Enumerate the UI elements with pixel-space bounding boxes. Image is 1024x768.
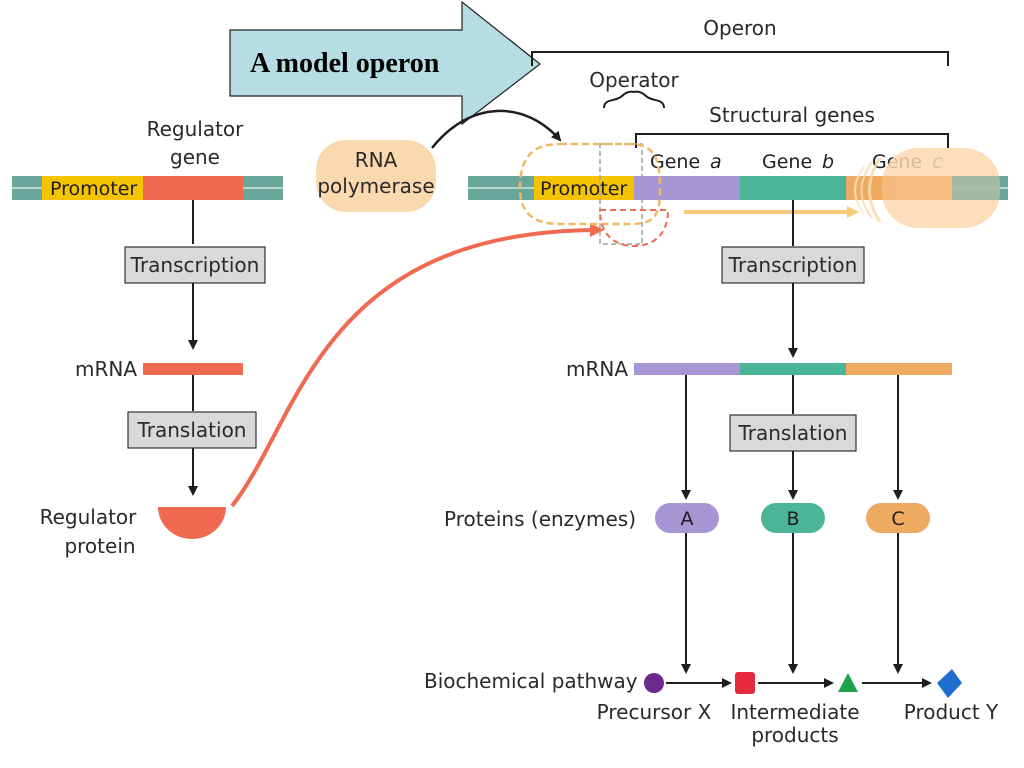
intermediate-label-2: products (751, 723, 838, 747)
precursor-x-shape (644, 673, 664, 693)
regulator-protein-label: Regulator (40, 505, 138, 529)
operon-promoter-segment (534, 176, 634, 200)
polycistronic-mrna (634, 363, 952, 375)
regulator-promoter-segment (42, 176, 143, 200)
svg-text:a: a (710, 151, 722, 173)
gene-b-label: Gene b (762, 151, 834, 173)
regulator-dna-strand (12, 176, 283, 200)
left-translation-box (127, 411, 257, 449)
operon-bracket (531, 51, 949, 66)
operator-brace (603, 90, 665, 109)
mrna-segment-a (634, 363, 740, 375)
regulator-protein (158, 507, 226, 539)
right-translation-box (729, 414, 857, 452)
gene-a-segment (634, 176, 740, 200)
gene-b-segment (740, 176, 846, 200)
pathway-label: Biochemical pathway (424, 669, 638, 693)
rna-polymerase (316, 140, 436, 212)
regulator-protein-label-2: protein (64, 534, 135, 558)
structural-genes-label: Structural genes (709, 103, 875, 127)
protein-a (655, 503, 719, 533)
operon-promoter-label: Promoter (540, 178, 627, 200)
rna-polymerase-arrow (431, 109, 562, 149)
product-y-shape (937, 669, 962, 698)
repressor-dashed-outline (598, 209, 670, 248)
right-transcription-box (721, 246, 865, 284)
rna-polymerase-label: RNA (355, 148, 398, 172)
gene-a-label: Gene a (650, 151, 722, 173)
page-title: A model operon (250, 48, 440, 79)
right-transcription-label: Transcription (728, 253, 858, 277)
product-y-label: Product Y (904, 700, 999, 724)
operon-label: Operon (703, 16, 776, 40)
left-translation-label: Translation (137, 418, 247, 442)
protein-c (866, 503, 930, 533)
protein-a-label: A (681, 508, 694, 530)
intermediate-square-shape (735, 672, 755, 694)
mrna-segment-b (740, 363, 846, 375)
title-arrow (229, 0, 541, 126)
precursor-x-label: Precursor X (597, 700, 712, 724)
regulator-mrna (143, 363, 243, 375)
left-transcription-box (124, 246, 266, 284)
proteins-label: Proteins (enzymes) (444, 507, 636, 531)
protein-b (761, 503, 825, 533)
regulator-gene-segment (143, 176, 243, 200)
svg-text:Gene: Gene (762, 151, 812, 173)
mrna-segment-c (846, 363, 952, 375)
left-transcription-label: Transcription (130, 253, 260, 277)
intermediate-label: Intermediate (730, 700, 859, 724)
left-mrna-label: mRNA (75, 357, 137, 381)
right-mrna-label: mRNA (566, 357, 628, 381)
operator-label: Operator (589, 68, 679, 92)
regulator-promoter-label: Promoter (50, 178, 137, 200)
svg-text:Gene: Gene (650, 151, 700, 173)
regulator-gene-label: Regulator (147, 117, 245, 141)
structural-genes-bracket (635, 133, 949, 148)
regulator-gene-label-2: gene (170, 145, 220, 169)
repressor-binding-arrow (230, 223, 604, 508)
intermediate-triangle-shape (838, 673, 858, 692)
right-translation-label: Translation (738, 421, 848, 445)
protein-b-label: B (786, 508, 799, 530)
svg-text:b: b (822, 151, 834, 173)
polymerase-binding-outline (518, 142, 662, 226)
rna-polymerase-label-2: polymerase (317, 174, 434, 198)
protein-c-label: C (891, 508, 904, 530)
